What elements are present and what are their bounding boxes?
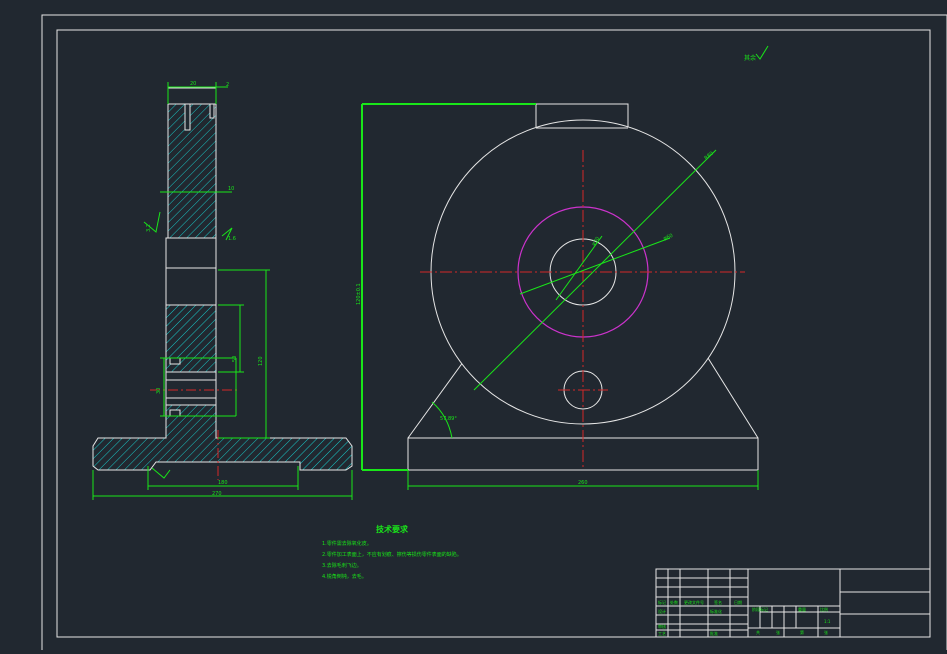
front-top-boss xyxy=(535,103,629,128)
tb-mark: 标记 xyxy=(658,599,666,605)
note-line-4: 4.锐角倒钝，去毛。 xyxy=(322,573,367,580)
side-outline xyxy=(165,87,217,438)
dim-height-c: 30 xyxy=(156,388,162,394)
dim-left-roughness: 3.2 xyxy=(146,224,152,232)
dim-height-a: 120 xyxy=(258,356,264,366)
dim-front-small-diameter: φ30 xyxy=(591,236,601,247)
surface-finish-note: 其余 xyxy=(744,45,769,62)
front-center-lines xyxy=(420,150,745,470)
dim-front-mid-diameter: φ60 xyxy=(663,233,674,242)
technical-requirements: 技术要求 1.零件需去除氧化皮。 2.零件加工表面上，不应有划痕、擦伤等损伤零件… xyxy=(322,524,462,580)
tb-date: 日期 xyxy=(734,599,742,605)
tb-approve: 批准 xyxy=(710,630,718,636)
dim-front-height: 120±0.1 xyxy=(356,283,362,305)
side-section-view[interactable]: 20 2 10 3.2 1.6 120 50 30 180 270 xyxy=(92,81,353,500)
tb-sheet-b: 张 xyxy=(824,629,828,635)
tb-process: 工艺 xyxy=(658,631,666,636)
dim-top-width: 20 xyxy=(190,81,196,87)
dim-front-angle: 57.89° xyxy=(440,416,457,422)
dim-mid-label: 10 xyxy=(228,186,234,192)
note-line-2: 2.零件加工表面上，不应有划痕、擦伤等损伤零件表面的缺陷。 xyxy=(322,551,462,558)
top-slot-right xyxy=(209,103,215,119)
tb-count: 处数 xyxy=(670,599,678,605)
tb-review: 审核 xyxy=(658,623,666,629)
tb-nth: 第 xyxy=(800,629,804,635)
upper-hatch xyxy=(167,103,217,239)
note-line-1: 1.零件需去除氧化皮。 xyxy=(322,540,372,547)
bore-slot xyxy=(165,371,217,406)
dim-front-radius: R80 xyxy=(703,151,714,162)
front-support-legs xyxy=(407,357,759,439)
tb-scale-value: 1:1 xyxy=(824,619,831,624)
tb-total: 共 xyxy=(756,629,760,635)
tb-sheet-a: 张 xyxy=(776,629,780,635)
tb-stage: 阶段标记 xyxy=(752,606,768,612)
title-block xyxy=(655,568,931,638)
small-hole-upper xyxy=(169,357,181,365)
top-slot-left xyxy=(184,103,191,131)
base-hatch xyxy=(92,404,353,471)
note-line-3: 3.去除毛刺飞边。 xyxy=(322,562,362,569)
inner-drawing-frame xyxy=(56,29,931,638)
front-dimensions xyxy=(361,103,759,490)
title-block-text: 标记 处数 更改文件号 签名 日期 阶段标记 重量 比例 设计 标准化 审核 工… xyxy=(658,599,831,636)
tb-design: 设计 xyxy=(658,608,666,614)
tb-sign: 签名 xyxy=(714,599,722,605)
dim-front-base-width: 260 xyxy=(578,480,588,486)
side-dimensions xyxy=(92,82,353,500)
dim-height-b: 50 xyxy=(232,356,238,362)
dim-top-small: 2 xyxy=(226,82,229,88)
small-hole-lower xyxy=(169,409,181,417)
dim-base-inner: 180 xyxy=(218,480,228,486)
tb-scale: 比例 xyxy=(820,606,828,612)
tb-standard: 标准化 xyxy=(710,608,722,614)
outer-sheet-border xyxy=(41,14,947,654)
front-view[interactable]: 120±0.1 R80 φ30 φ60 57.89° 260 xyxy=(356,103,759,490)
tb-change-doc: 更改文件号 xyxy=(684,599,704,605)
dim-right-roughness: 1.6 xyxy=(228,236,236,242)
notes-heading: 技术要求 xyxy=(376,524,409,534)
surface-finish-label: 其余 xyxy=(744,54,756,62)
tb-weight: 重量 xyxy=(798,606,806,612)
dim-base-outer: 270 xyxy=(212,491,222,497)
roughness-check-icon xyxy=(755,45,769,60)
